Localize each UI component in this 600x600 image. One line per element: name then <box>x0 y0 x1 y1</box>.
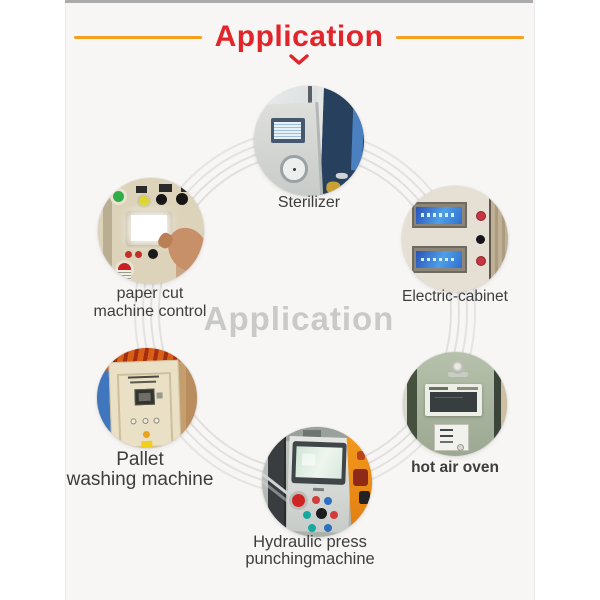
display-screen <box>295 446 343 479</box>
pressure-gauge <box>280 155 308 183</box>
hydraulic-press-photo <box>262 427 372 537</box>
electric-cabinet-photo <box>402 186 508 292</box>
control-cabinet <box>108 359 182 448</box>
display-screen <box>430 391 477 413</box>
control-box <box>434 423 469 451</box>
knob <box>476 234 486 244</box>
lcd-display <box>415 251 463 269</box>
watermark-text: Application <box>203 300 395 337</box>
label-hydraulic-press-punchingmachine: Hydraulic press punchingmachine <box>245 533 375 568</box>
yellow-button <box>139 196 150 207</box>
label-pallet-washing-machine: Pallet washing machine <box>66 449 214 490</box>
sterilizer-photo <box>254 86 364 196</box>
top-divider <box>65 0 533 3</box>
red-button <box>476 255 487 266</box>
hot-air-oven-photo <box>403 352 507 456</box>
pallet-washing-machine-photo <box>97 348 197 448</box>
open-cabinet <box>314 86 364 196</box>
paper-cut-control-photo <box>98 178 204 284</box>
green-button <box>112 190 124 202</box>
section-title: Application <box>214 20 384 53</box>
label-paper-cut-machine-control: paper cut machine control <box>93 285 207 320</box>
title-line-right <box>396 35 525 39</box>
section-header: Application <box>65 22 533 66</box>
indicator-lamp <box>449 359 465 375</box>
emergency-stop-button <box>291 494 305 508</box>
display-screen <box>134 388 155 406</box>
knob <box>176 192 189 205</box>
label-hot-air-oven: hot air oven <box>411 459 499 476</box>
label-electric-cabinet: Electric-cabinet <box>402 288 508 305</box>
label-sterilizer: Sterilizer <box>277 194 341 211</box>
red-button <box>476 211 487 222</box>
chevron-down-icon <box>289 54 309 65</box>
title-line-left <box>73 35 202 39</box>
knob <box>156 193 168 205</box>
lcd-display <box>415 206 463 224</box>
